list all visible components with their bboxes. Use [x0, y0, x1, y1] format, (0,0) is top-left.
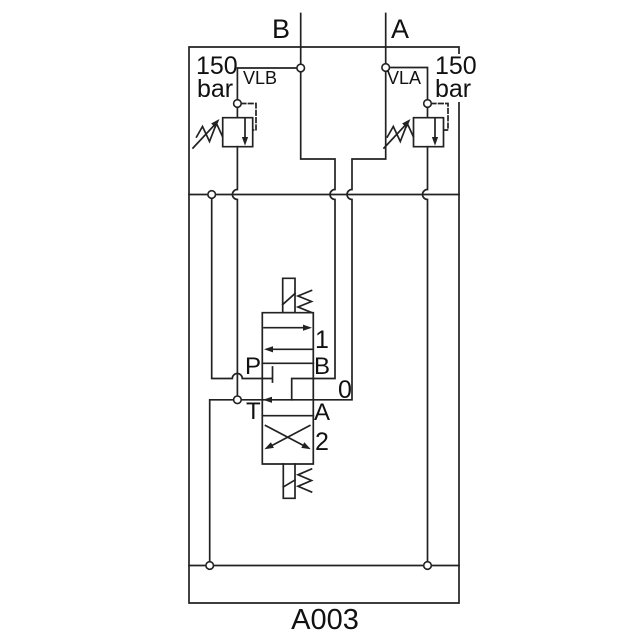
port-b-pipe [290, 12, 336, 401]
junction-node [422, 98, 433, 109]
vlb-pressure-unit: bar [197, 75, 234, 103]
junction-node [205, 560, 215, 571]
position-2-right-arrowhead [301, 442, 311, 450]
junction-node [422, 560, 433, 571]
vla-pilot-line-dashed [430, 102, 449, 131]
vlb-valve-box [221, 116, 254, 148]
bottom-plunger-actuator [282, 463, 296, 500]
vlb-adjust-arrow [191, 124, 216, 150]
top-plunger-diagonal [281, 292, 297, 306]
bottom-centering-spring-icon [295, 467, 314, 494]
junction-node [296, 63, 306, 73]
port-a-pipe [262, 12, 387, 401]
vla-pressure-value: 150 [434, 54, 481, 79]
main-port-a-label: A [391, 14, 410, 44]
vlb-flow-arrowhead [241, 137, 249, 146]
valve-port-t-label: T [246, 398, 261, 425]
vlb-adjust-arrowhead [211, 119, 220, 128]
position-1-right-arrowhead [303, 324, 312, 331]
vlb-drain-line [231, 145, 239, 401]
junction-node [232, 98, 242, 109]
position-1-arrow-lines [263, 326, 313, 351]
junction-node [207, 189, 217, 200]
valve-position-0-label: 0 [338, 376, 352, 404]
top-centering-spring-icon [295, 289, 314, 314]
vla-valve-name: VLA [387, 68, 422, 88]
junction-node [381, 62, 391, 73]
vla-spring-icon [386, 121, 415, 144]
valve-port-a-label: A [314, 399, 331, 426]
vla-adjust-arrowhead [402, 119, 411, 128]
vla-flow-arrowhead [431, 137, 439, 146]
drawing-number: A003 [291, 604, 359, 636]
junction-nodes [205, 62, 433, 571]
valve-port-b-label: B [314, 353, 331, 380]
valve-position-dividers [261, 362, 315, 417]
position-2-left-arrowhead [264, 442, 274, 450]
top-plunger-actuator [281, 277, 296, 314]
vlb-pressure-value: 150 [196, 52, 238, 80]
directional-valve-body [261, 311, 315, 465]
t-line-arrowhead [263, 396, 272, 403]
vlb-pilot-line-dashed [240, 102, 257, 131]
position-2-cross-lines [264, 424, 311, 447]
bottom-plunger-diagonal [282, 478, 297, 489]
vla-pressure-unit: bar [434, 77, 476, 102]
flow-arrowheads [211, 119, 439, 450]
junction-node [232, 395, 242, 405]
valve-port-p-label: P [245, 353, 262, 380]
vlb-spring-icon [195, 121, 224, 144]
position-1-left-arrowhead [264, 346, 273, 353]
valve-position-2-label: 2 [315, 428, 329, 456]
main-port-b-label: B [272, 14, 291, 44]
vlb-valve-name: VLB [243, 68, 278, 88]
outer-frame [188, 46, 460, 604]
vla-adjust-arrow [382, 124, 407, 150]
vla-valve-box [412, 116, 445, 148]
valve-position-1-label: 1 [315, 326, 329, 354]
p-feed-line [210, 193, 264, 380]
blocked-port-symbol [261, 366, 274, 383]
t-drain-line [208, 398, 264, 567]
vla-drain-line [421, 145, 429, 567]
